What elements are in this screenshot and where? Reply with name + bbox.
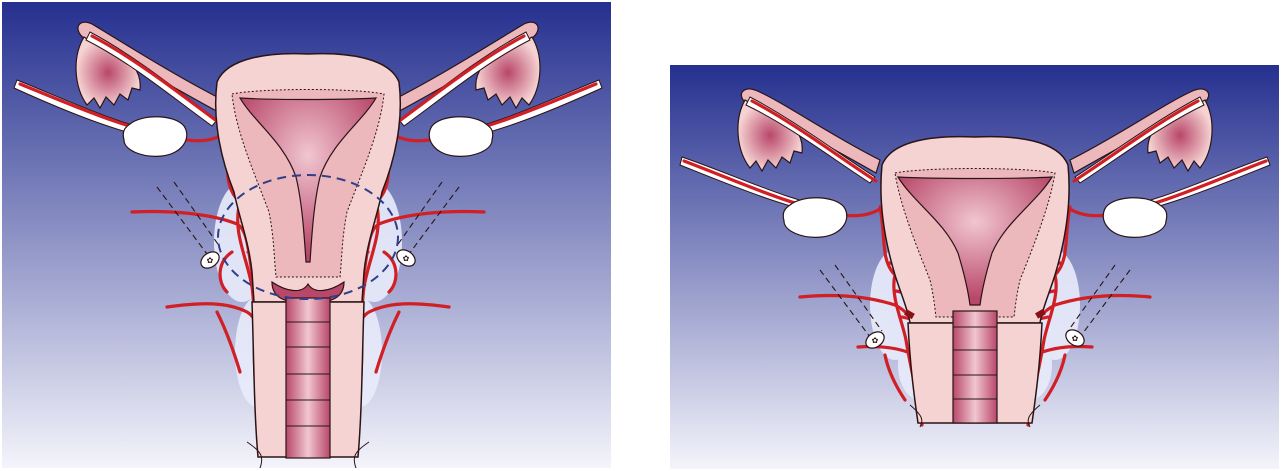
svg-text:✿: ✿ [403, 254, 410, 263]
ovary-icon [122, 116, 494, 157]
uterus-icon [214, 52, 402, 303]
svg-text:✿: ✿ [207, 256, 214, 265]
vagina-icon [907, 310, 1043, 428]
anatomy-illustration-right: ✿ ✿ [670, 65, 1279, 469]
ureter-icon [156, 181, 460, 255]
uterus-icon [880, 135, 1070, 324]
excision-boundary-icon [217, 174, 399, 300]
ovary-icon [782, 197, 1168, 238]
svg-text:✿: ✿ [1072, 334, 1079, 343]
surgical-clip-icon: ✿ ✿ [865, 308, 1085, 349]
vagina-icon [246, 297, 370, 468]
surgical-clip-icon: ✿ ✿ [200, 249, 416, 269]
ureter-icon [819, 264, 1131, 338]
svg-text:✿: ✿ [872, 336, 879, 345]
fimbriae-icon [737, 99, 1213, 173]
fallopian-tube-icon [740, 88, 1210, 174]
anatomy-illustration-left: ✿ ✿ [2, 2, 611, 468]
panel-right-illustration: ✿ ✿ [670, 65, 1279, 469]
panel-left-illustration: ✿ ✿ [2, 2, 611, 468]
